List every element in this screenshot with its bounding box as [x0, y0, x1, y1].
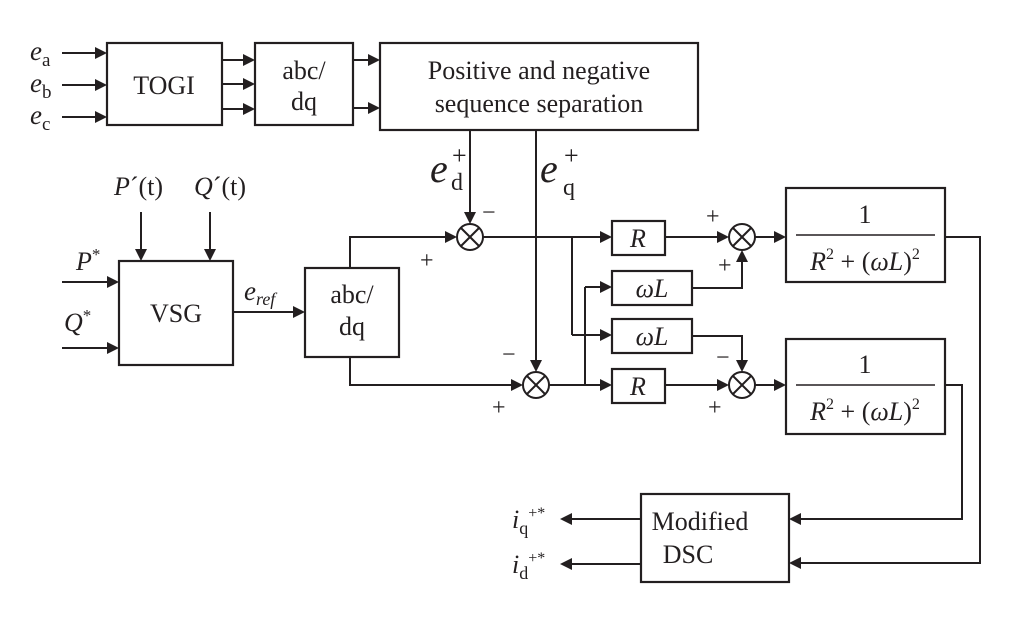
- signal-eref: eref: [244, 276, 278, 309]
- abc-dq-1-line2: dq: [291, 87, 317, 116]
- sign-sum1-plus: +: [420, 248, 434, 274]
- r-block-bottom: [610, 367, 667, 405]
- vsg-label: VSG: [150, 299, 202, 328]
- tf-bottom-numerator: 1: [859, 350, 872, 379]
- wl-block-top: [610, 269, 694, 307]
- signal-ed-plus-sup: +: [452, 141, 467, 170]
- abc-dq-2-line1: abc/: [330, 280, 374, 309]
- wl-bottom-label: ωL: [636, 322, 669, 351]
- signal-ea: ea: [30, 36, 51, 71]
- sign-sum4-minus: −: [716, 345, 730, 371]
- sign-sum3-plus-a: +: [706, 204, 720, 230]
- abc-dq-1-line1: abc/: [282, 56, 326, 85]
- signal-eq-plus: e: [540, 146, 558, 191]
- sequence-separation-block: [378, 41, 700, 132]
- signal-p-star: P*: [75, 245, 100, 276]
- sign-sum1-minus: −: [482, 200, 496, 226]
- sign-sum2-minus: −: [502, 342, 516, 368]
- r-bottom-label: R: [629, 372, 646, 401]
- summing-junction-3: [728, 223, 756, 251]
- wl-top-label: ωL: [636, 274, 669, 303]
- signal-eq-plus-sup: +: [564, 141, 579, 170]
- tf-bottom-denominator: R2 + (ωL)2: [809, 396, 920, 426]
- signal-eq-plus-sub: q: [563, 175, 575, 201]
- sign-sum4-plus: +: [708, 395, 722, 421]
- sequence-separation-line1: Positive and negative: [428, 56, 650, 85]
- signal-eb: eb: [30, 68, 51, 103]
- signal-p-t: P´(t): [113, 172, 163, 201]
- signal-id-output: id+*: [512, 550, 545, 583]
- r-top-label: R: [629, 224, 646, 253]
- summing-junction-4: [728, 371, 756, 399]
- dsc-line2: DSC: [663, 540, 714, 569]
- abc-dq-block-2: [303, 266, 401, 359]
- wl-block-bottom: [610, 317, 694, 355]
- signal-q-t: Q´(t): [194, 172, 246, 201]
- summing-junction-2: [522, 371, 550, 399]
- signal-iq-output: iq+*: [512, 505, 545, 538]
- modified-dsc-block: [639, 492, 791, 584]
- sign-sum2-plus: +: [492, 395, 506, 421]
- abc-dq-block-1: [253, 41, 355, 127]
- signal-q-star: Q*: [64, 306, 91, 337]
- summing-junction-1: [456, 223, 484, 251]
- tf-top-numerator: 1: [859, 200, 872, 229]
- togi-label: TOGI: [133, 71, 195, 100]
- transfer-function-block-bottom: [784, 337, 947, 436]
- togi-block: [105, 41, 224, 127]
- signal-ec: ec: [30, 100, 50, 135]
- signal-ed-plus-sub: d: [451, 170, 463, 196]
- signal-ed-plus: e: [430, 146, 448, 191]
- sign-sum3-plus-b: +: [718, 253, 732, 279]
- signal-wires: [62, 47, 981, 570]
- dsc-line1: Modified: [652, 507, 749, 536]
- tf-top-denominator: R2 + (ωL)2: [809, 246, 920, 276]
- sequence-separation-line2: sequence separation: [435, 89, 644, 118]
- abc-dq-2-line2: dq: [339, 312, 365, 341]
